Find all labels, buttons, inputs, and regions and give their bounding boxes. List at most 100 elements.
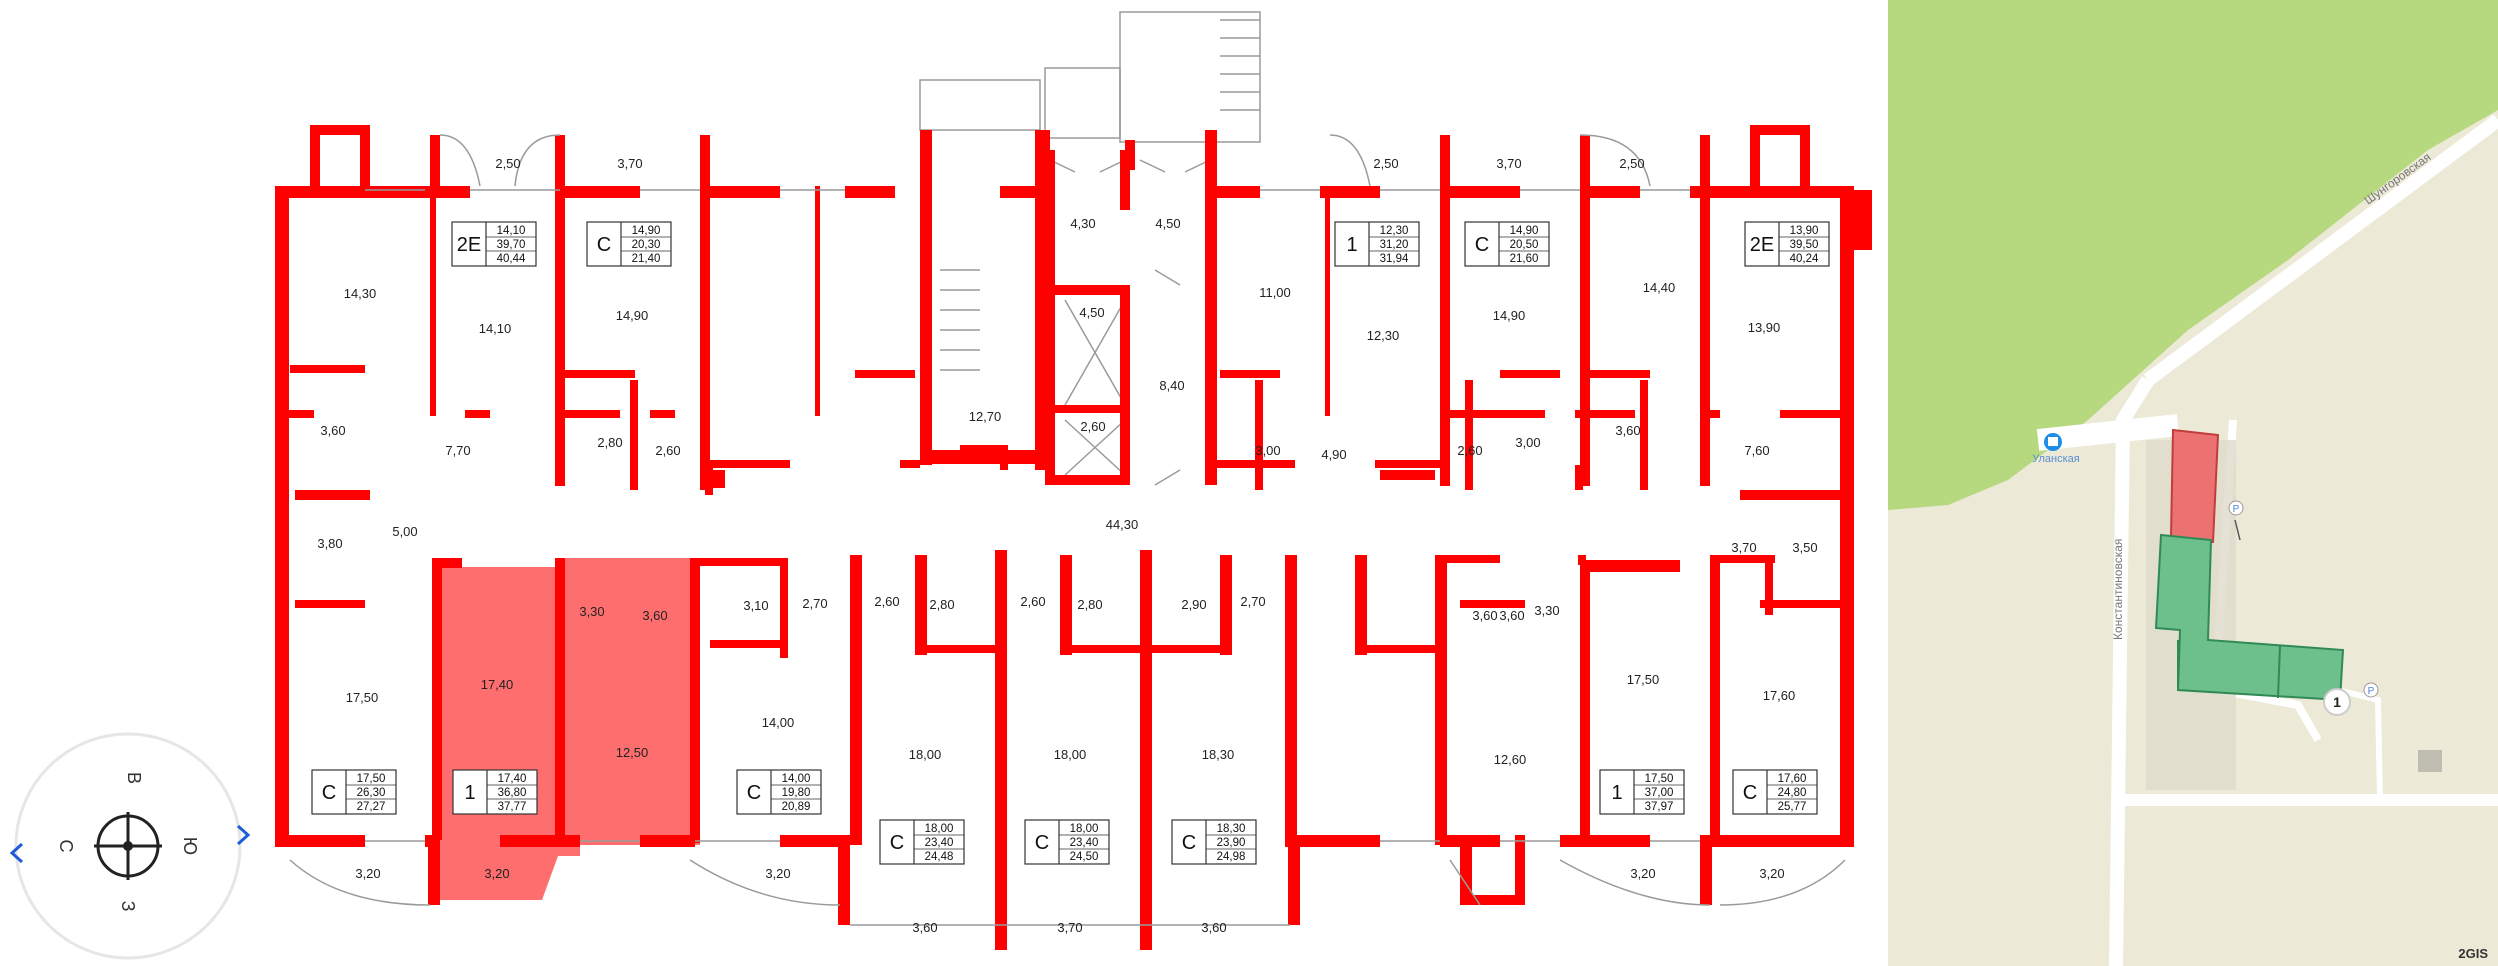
room-label: 2,80 bbox=[597, 435, 622, 450]
apartment-area-living: 17,40 bbox=[498, 773, 527, 785]
room-label: 3,30 bbox=[1534, 603, 1559, 618]
apartment-area-total: 39,50 bbox=[1790, 239, 1819, 251]
apartment-area-total: 26,30 bbox=[357, 787, 386, 799]
room-label: 13,90 bbox=[1748, 320, 1781, 335]
apartment-area-total: 39,70 bbox=[497, 239, 526, 251]
apartment-area-gross: 25,77 bbox=[1778, 801, 1807, 813]
room-label: 2,60 bbox=[655, 443, 680, 458]
map-pin-line bbox=[2234, 519, 2241, 541]
apartment-info-frame bbox=[1732, 769, 1818, 815]
apartment-area-living: 17,50 bbox=[1645, 773, 1674, 785]
room-label: 7,60 bbox=[1744, 443, 1769, 458]
apartment-type: С bbox=[890, 832, 904, 854]
apartment-area-living: 14,90 bbox=[632, 225, 661, 237]
room-label: 14,00 bbox=[762, 715, 795, 730]
chevron-left-icon[interactable] bbox=[9, 842, 24, 864]
room-label: 3,00 bbox=[1515, 435, 1540, 450]
apartment-area-gross: 40,44 bbox=[497, 253, 526, 265]
room-label: 3,70 bbox=[617, 156, 642, 171]
room-label: 3,60 bbox=[642, 608, 667, 623]
parking-marker[interactable] bbox=[2228, 500, 2244, 516]
map-street-label-2: Константиновская bbox=[2111, 539, 2125, 640]
location-map[interactable]: Уланская Шунгоровская Константиновская P… bbox=[1888, 0, 2498, 966]
parking-label: P bbox=[2233, 504, 2240, 515]
room-label: 4,50 bbox=[1079, 305, 1104, 320]
room-label: 17,40 bbox=[481, 677, 514, 692]
apartment-type: С bbox=[1182, 832, 1196, 854]
room-label: 2,50 bbox=[495, 156, 520, 171]
room-label: 12,50 bbox=[616, 745, 649, 760]
apartment-info-frame bbox=[451, 221, 537, 267]
room-label: 2,70 bbox=[1240, 594, 1265, 609]
apartment-area-total: 23,90 bbox=[1217, 837, 1246, 849]
apartment-area-gross: 40,24 bbox=[1790, 253, 1819, 265]
room-label: 3,20 bbox=[765, 866, 790, 881]
apartment-info-frame bbox=[1334, 221, 1420, 267]
apartment-info-boxes: 2Е14,1039,7040,44С14,9020,3021,40112,303… bbox=[311, 221, 1830, 865]
apartment-info-frame bbox=[1171, 819, 1257, 865]
apartment-area-living: 14,90 bbox=[1510, 225, 1539, 237]
apartment-area-gross: 24,48 bbox=[925, 851, 954, 863]
room-label: 11,00 bbox=[1259, 285, 1291, 300]
apartment-area-total: 37,00 bbox=[1645, 787, 1674, 799]
room-label: 3,30 bbox=[579, 604, 604, 619]
map-park-area bbox=[1888, 0, 2498, 510]
room-label: 3,60 bbox=[912, 920, 937, 935]
room-label: 2,50 bbox=[1619, 156, 1644, 171]
room-label: 3,60 bbox=[320, 423, 345, 438]
apartment-area-total: 31,20 bbox=[1380, 239, 1409, 251]
room-label: 2,80 bbox=[1077, 597, 1102, 612]
room-label: 3,60 bbox=[1499, 608, 1524, 623]
map-attribution: 2GIS bbox=[2458, 946, 2488, 961]
room-label: 14,10 bbox=[479, 321, 512, 336]
room-labels: 2,50 3,70 14,30 14,10 14,90 7,70 3,60 2,… bbox=[317, 156, 1817, 935]
map-object bbox=[2418, 750, 2442, 772]
map-building-selected[interactable] bbox=[2169, 428, 2220, 544]
apartment-area-total: 24,80 bbox=[1778, 787, 1807, 799]
apartment-area-gross: 37,77 bbox=[498, 801, 527, 813]
room-label: 12,70 bbox=[969, 409, 1002, 424]
apartment-type: 2Е bbox=[457, 234, 481, 256]
building-number-marker[interactable] bbox=[2323, 688, 2351, 716]
room-label: 17,60 bbox=[1763, 688, 1796, 703]
room-label: 14,90 bbox=[616, 308, 649, 323]
apartment-area-living: 14,10 bbox=[497, 225, 526, 237]
room-label: 12,30 bbox=[1367, 328, 1400, 343]
room-label: 18,00 bbox=[909, 747, 942, 762]
apartment-type: С bbox=[747, 782, 761, 804]
windows bbox=[289, 134, 1846, 926]
apartment-info-box[interactable]: 2Е 14,10 39,70 40,44 bbox=[451, 221, 537, 267]
room-label: 14,90 bbox=[1493, 308, 1526, 323]
parking-marker[interactable] bbox=[2363, 682, 2379, 698]
room-label: 2,60 bbox=[1080, 419, 1105, 434]
room-label: 2,60 bbox=[1020, 594, 1045, 609]
stair-details bbox=[919, 11, 1261, 486]
apartment-area-living: 14,00 bbox=[782, 773, 811, 785]
room-label: 8,40 bbox=[1159, 378, 1184, 393]
apartment-area-gross: 24,50 bbox=[1070, 851, 1099, 863]
apartment-info-frame bbox=[1024, 819, 1110, 865]
apartment-area-gross: 27,27 bbox=[357, 801, 386, 813]
parking-label: P bbox=[2368, 686, 2375, 697]
room-label: 3,70 bbox=[1496, 156, 1521, 171]
apartment-info-frame bbox=[311, 769, 397, 815]
apartment-type: 1 bbox=[1346, 234, 1357, 256]
apartment-area-gross: 21,60 bbox=[1510, 253, 1539, 265]
apartment-type: С bbox=[1475, 234, 1489, 256]
chevron-right-icon[interactable] bbox=[236, 824, 251, 846]
apartment-area-living: 18,00 bbox=[925, 823, 954, 835]
building-number-label: 1 bbox=[2333, 694, 2341, 710]
room-label: 4,50 bbox=[1155, 216, 1180, 231]
